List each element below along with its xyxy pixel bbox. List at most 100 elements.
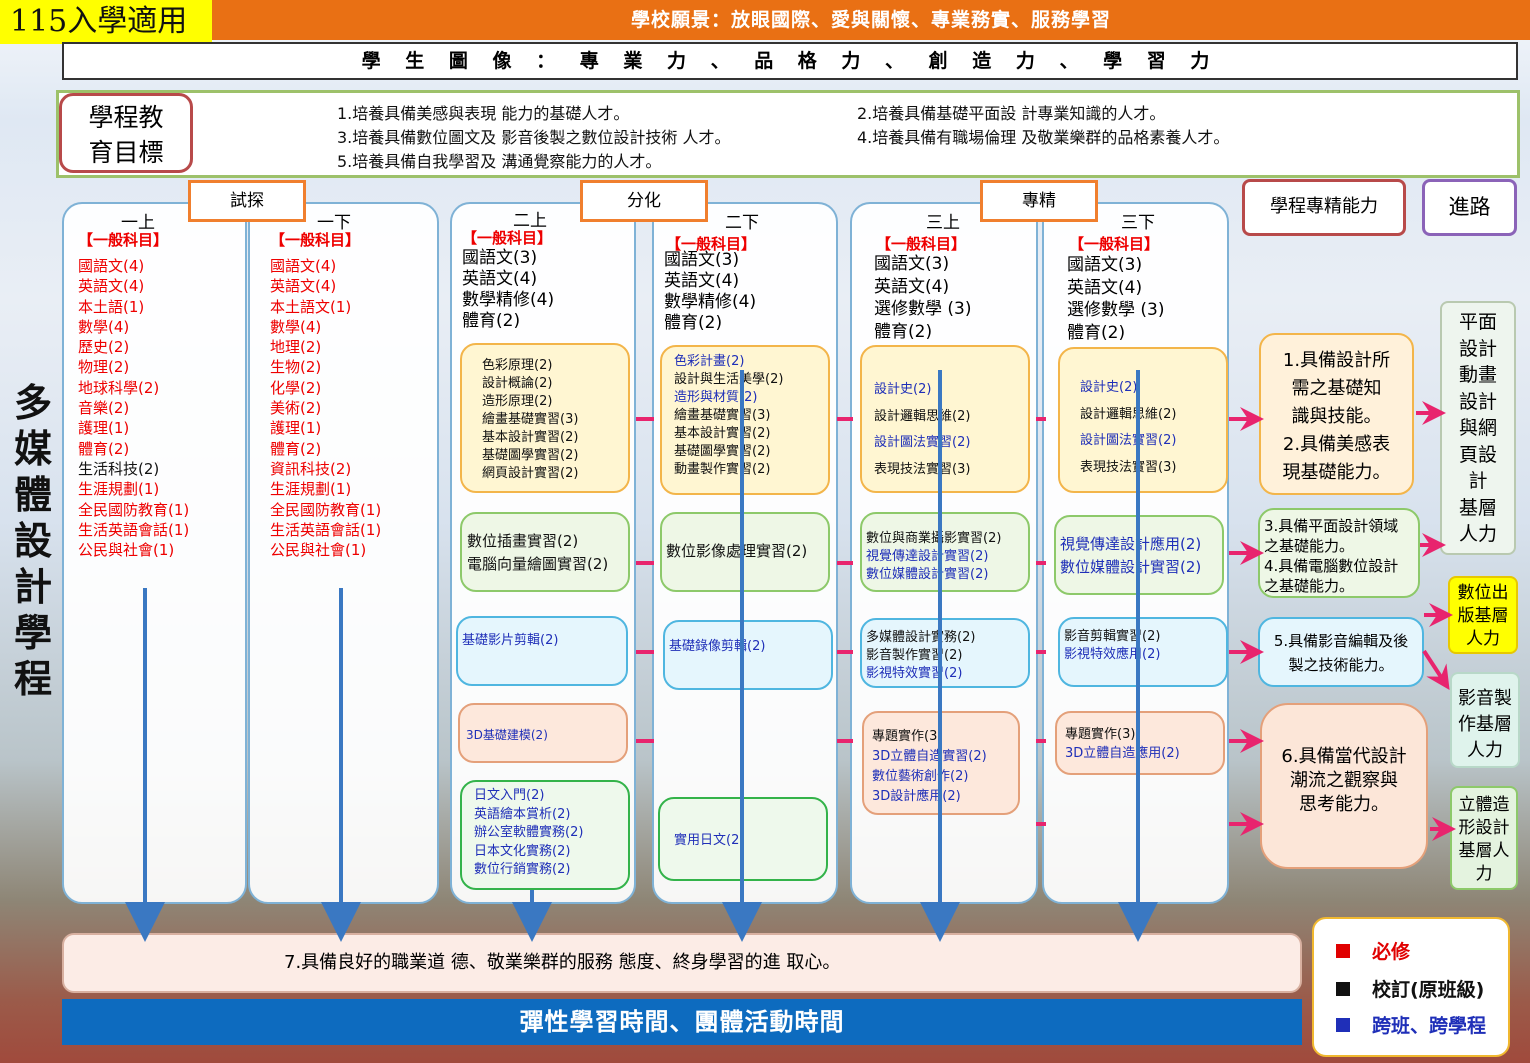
competency-box: 5.具備影音編輯及後製之技術能力。 [1258, 617, 1424, 687]
legend-item: 校訂(原班級) [1336, 975, 1484, 1002]
program-title-vertical: 多媒體設計學程 [8, 380, 58, 770]
goals-title-line: 學程教 [88, 103, 164, 132]
course-item: 專題實作(3) [1065, 727, 1136, 742]
course-item: 3D立體自造應用(2) [1065, 746, 1180, 761]
goal-item: 1.培養具備美感與表現 能力的基礎人才。 [337, 104, 630, 123]
course-item: 國語文(3) [874, 254, 950, 274]
course-item: 生涯規劃(1) [270, 480, 352, 499]
course-item: 網頁設計實習(2) [482, 466, 579, 481]
course-item: 視覺傳達設計實習(2) [866, 549, 989, 564]
legend-swatch [1336, 1018, 1350, 1032]
course-box-3d: 專題實作(3) 3D立體自造應用(2) [1055, 711, 1225, 775]
course-item: 設計邏輯思維(2) [874, 408, 971, 424]
course-item: 繪畫基礎實習(3) [674, 408, 771, 423]
course-box-professional: 色彩原理(2)設計概論(2)造形原理(2)繪畫基礎實習(3)基本設計實習(2)基… [460, 343, 630, 493]
course-item: 英語文(4) [78, 277, 145, 296]
course-box-media: 基礎影片剪輯(2) [456, 616, 628, 686]
education-goals-title: 學程教 育目標 [59, 93, 193, 173]
course-item: 公民與社會(1) [270, 541, 367, 560]
general-subjects-heading: 【一般科目】 [1069, 235, 1160, 253]
goal-item: 5.培養具備自我學習及 溝通覺察能力的人才。 [337, 152, 662, 171]
program-title-char: 設 [13, 518, 52, 563]
career-path-line: 人力 [1467, 740, 1503, 761]
semester-column-1a [62, 202, 247, 904]
course-item: 本土語文(1) [270, 297, 352, 316]
career-path-line: 版基層 [1457, 606, 1509, 626]
competency-line: 5.具備影音編輯及後 [1273, 632, 1409, 650]
course-item: 設計圖法實習(2) [874, 435, 971, 450]
course-item: 設計概論(2) [482, 376, 553, 391]
course-item: 基礎圖學實習(2) [674, 444, 771, 459]
legend-item: 必修 [1336, 937, 1410, 964]
competency-line: 製之技術能力。 [1288, 656, 1394, 674]
stage-label: 試探 [188, 180, 306, 222]
course-list: 國語文(3)英語文(4)選修數學 (3)體育(2) [1067, 254, 1164, 344]
course-item: 3D立體自造實習(2) [872, 749, 987, 764]
course-item: 生涯規劃(1) [78, 480, 160, 499]
course-item: 動畫製作實習(2) [674, 462, 771, 477]
course-item: 數位插畫實習(2) [467, 532, 579, 550]
course-list: 國語文(3)英語文(4)數學精修(4)體育(2) [462, 248, 554, 332]
course-box-3d: 3D基礎建模(2) [458, 703, 628, 763]
course-item: 數位媒體設計實習(2) [866, 567, 989, 582]
student-portrait-banner: 學 生 圖 像 ： 專 業 力 、 品 格 力 、 創 造 力 、 學 習 力 [62, 42, 1518, 80]
course-item: 數學(4) [78, 317, 130, 336]
course-item: 日本文化實務(2) [474, 843, 571, 859]
course-box-elective: 日文入門(2)英語繪本賞析(2)辦公室軟體實務(2)日本文化實務(2)數位行銷實… [460, 780, 630, 890]
flexible-learning-bar: 彈性學習時間、團體活動時間 [62, 999, 1302, 1045]
competency-line: 潮流之觀察與 [1290, 770, 1398, 791]
course-box-professional: 設計史(2)設計邏輯思維(2)設計圖法實習(2)表現技法實習(3) [860, 345, 1030, 493]
semester-label: 一上 [121, 213, 155, 233]
course-box-practice: 數位與商業攝影實習(2) 視覺傳達設計實習(2) 數位媒體設計實習(2) [860, 512, 1030, 592]
career-path-box: 平面設計動畫設計與網頁設計基層人力 [1440, 301, 1516, 555]
course-item: 公民與社會(1) [78, 541, 175, 560]
course-item: 本土語(1) [78, 297, 145, 316]
course-box-practice: 數位影像處理實習(2) [660, 512, 830, 592]
course-item: 設計圖法實習(2) [1080, 433, 1177, 448]
course-item: 生活英語會話(1) [270, 520, 382, 539]
general-subjects-heading: 【一般科目】 [462, 229, 553, 247]
career-path-header: 進路 [1422, 179, 1517, 236]
course-item: 數位與商業攝影實習(2) [866, 531, 1002, 546]
bottom-competency-bar: 7.具備良好的職業道 德、敬業樂群的服務 態度、終身學習的進 取心。 [62, 933, 1302, 993]
program-title-char: 體 [13, 472, 52, 517]
career-path-line: 動畫 [1458, 364, 1497, 386]
school-vision-banner: 學校願景：放眼國際、愛與關懷、專業務實、服務學習 [212, 0, 1530, 40]
course-item: 體育(2) [270, 439, 322, 458]
legend-item: 跨班、跨學程 [1336, 1011, 1486, 1038]
competency-line: 4.具備電腦數位設計 [1264, 557, 1399, 575]
legend-label: 校訂(原班級) [1372, 979, 1485, 1001]
competency-line: 1.具備設計所 [1282, 350, 1391, 371]
course-item: 色彩原理(2) [482, 358, 553, 373]
competency-line: 現基礎能力。 [1282, 462, 1391, 483]
course-item: 表現技法實習(3) [1080, 459, 1177, 475]
course-list: 國語文(4)英語文(4)本土語(1)數學(4)歷史(2)物理(2)地球科學(2)… [78, 256, 189, 560]
course-item: 數學(4) [270, 317, 322, 336]
course-box-3d: 專題實作(3)3D立體自造實習(2)數位藝術創作(2)3D設計應用(2) [862, 711, 1020, 815]
course-item: 護理(1) [78, 419, 130, 438]
competency-line: 2.具備美感表 [1282, 434, 1391, 455]
competency-line: 之基礎能力。 [1264, 577, 1355, 595]
course-item: 物理(2) [78, 358, 130, 377]
competency-line: 需之基礎知 [1291, 378, 1382, 399]
course-item: 英語文(4) [270, 277, 337, 296]
legend-label: 跨班、跨學程 [1372, 1015, 1487, 1037]
course-item: 國語文(3) [1067, 255, 1143, 275]
course-item: 英語文(4) [462, 269, 538, 289]
semester-label: 二上 [513, 211, 547, 231]
career-path-line: 作基層 [1458, 714, 1512, 735]
semester-label: 二下 [725, 213, 759, 233]
legend-label: 必修 [1372, 941, 1411, 963]
course-item: 專題實作(3) [872, 729, 943, 744]
course-item: 設計史(2) [1080, 380, 1138, 395]
course-item: 歷史(2) [78, 338, 130, 357]
course-item: 數位影像處理實習(2) [666, 542, 808, 560]
career-path-line: 影音製 [1458, 688, 1512, 709]
course-box-practice: 數位插畫實習(2)電腦向量繪圖實習(2) [460, 512, 630, 592]
career-path-line: 頁設 [1458, 443, 1497, 466]
semester-label: 三下 [1121, 213, 1155, 233]
course-item: 地球科學(2) [78, 378, 160, 397]
career-path-line: 人力 [1466, 629, 1500, 649]
semester-label: 三上 [926, 213, 960, 233]
course-item: 設計邏輯思維(2) [1080, 406, 1177, 422]
